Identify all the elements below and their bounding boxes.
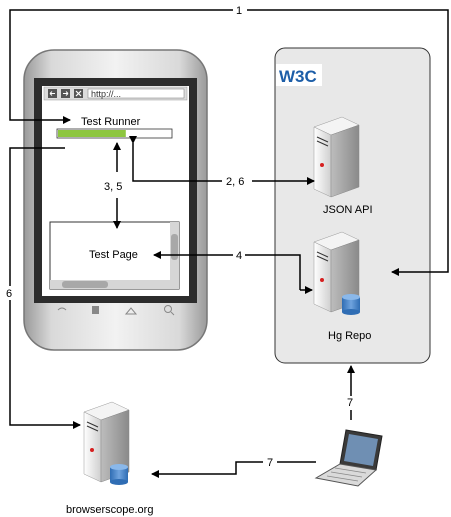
connector-4: 4 bbox=[153, 248, 313, 294]
progress-fill bbox=[58, 130, 126, 137]
test-page-label: Test Page bbox=[89, 249, 138, 261]
hg-repo-server bbox=[313, 231, 360, 315]
database-icon bbox=[342, 294, 360, 315]
database-icon bbox=[110, 464, 128, 485]
edge-label-6: 6 bbox=[6, 288, 12, 300]
edge-label-7-left: 7 bbox=[267, 457, 273, 469]
url-text: http://... bbox=[91, 89, 121, 99]
edge-label-1: 1 bbox=[236, 5, 242, 17]
hg-repo-label: Hg Repo bbox=[328, 330, 371, 342]
connector-3-5: 3, 5 bbox=[104, 142, 122, 229]
browserscope-label: browserscope.org bbox=[66, 504, 153, 516]
android-phone: http://... bbox=[23, 49, 208, 351]
connector-2-6: 2, 6 bbox=[129, 136, 315, 188]
edge-label-3-5: 3, 5 bbox=[104, 181, 122, 193]
w3c-logo: W3C bbox=[276, 64, 322, 86]
vertical-scrollbar[interactable] bbox=[171, 234, 178, 260]
test-runner-label: Test Runner bbox=[81, 116, 141, 128]
connector-7-left: 7 bbox=[151, 455, 316, 478]
laptop-icon bbox=[314, 429, 383, 487]
search-button-icon bbox=[164, 305, 172, 313]
edge-label-7-up: 7 bbox=[347, 397, 353, 409]
connector-7-up: 7 bbox=[344, 365, 358, 420]
url-field[interactable] bbox=[87, 88, 185, 99]
edge-label-2-6: 2, 6 bbox=[226, 176, 244, 188]
json-api-server bbox=[313, 116, 360, 198]
connector-1: 1 bbox=[9, 3, 449, 276]
horizontal-scrollbar[interactable] bbox=[62, 281, 108, 288]
menu-button-icon bbox=[92, 306, 99, 314]
edge-label-4: 4 bbox=[236, 250, 242, 262]
connector-6: 6 bbox=[3, 147, 81, 429]
browserscope-server bbox=[83, 401, 130, 485]
json-api-label: JSON API bbox=[323, 204, 373, 216]
back-button-icon bbox=[57, 307, 67, 311]
home-button-icon bbox=[124, 307, 138, 315]
svg-text:W3C: W3C bbox=[279, 67, 317, 86]
